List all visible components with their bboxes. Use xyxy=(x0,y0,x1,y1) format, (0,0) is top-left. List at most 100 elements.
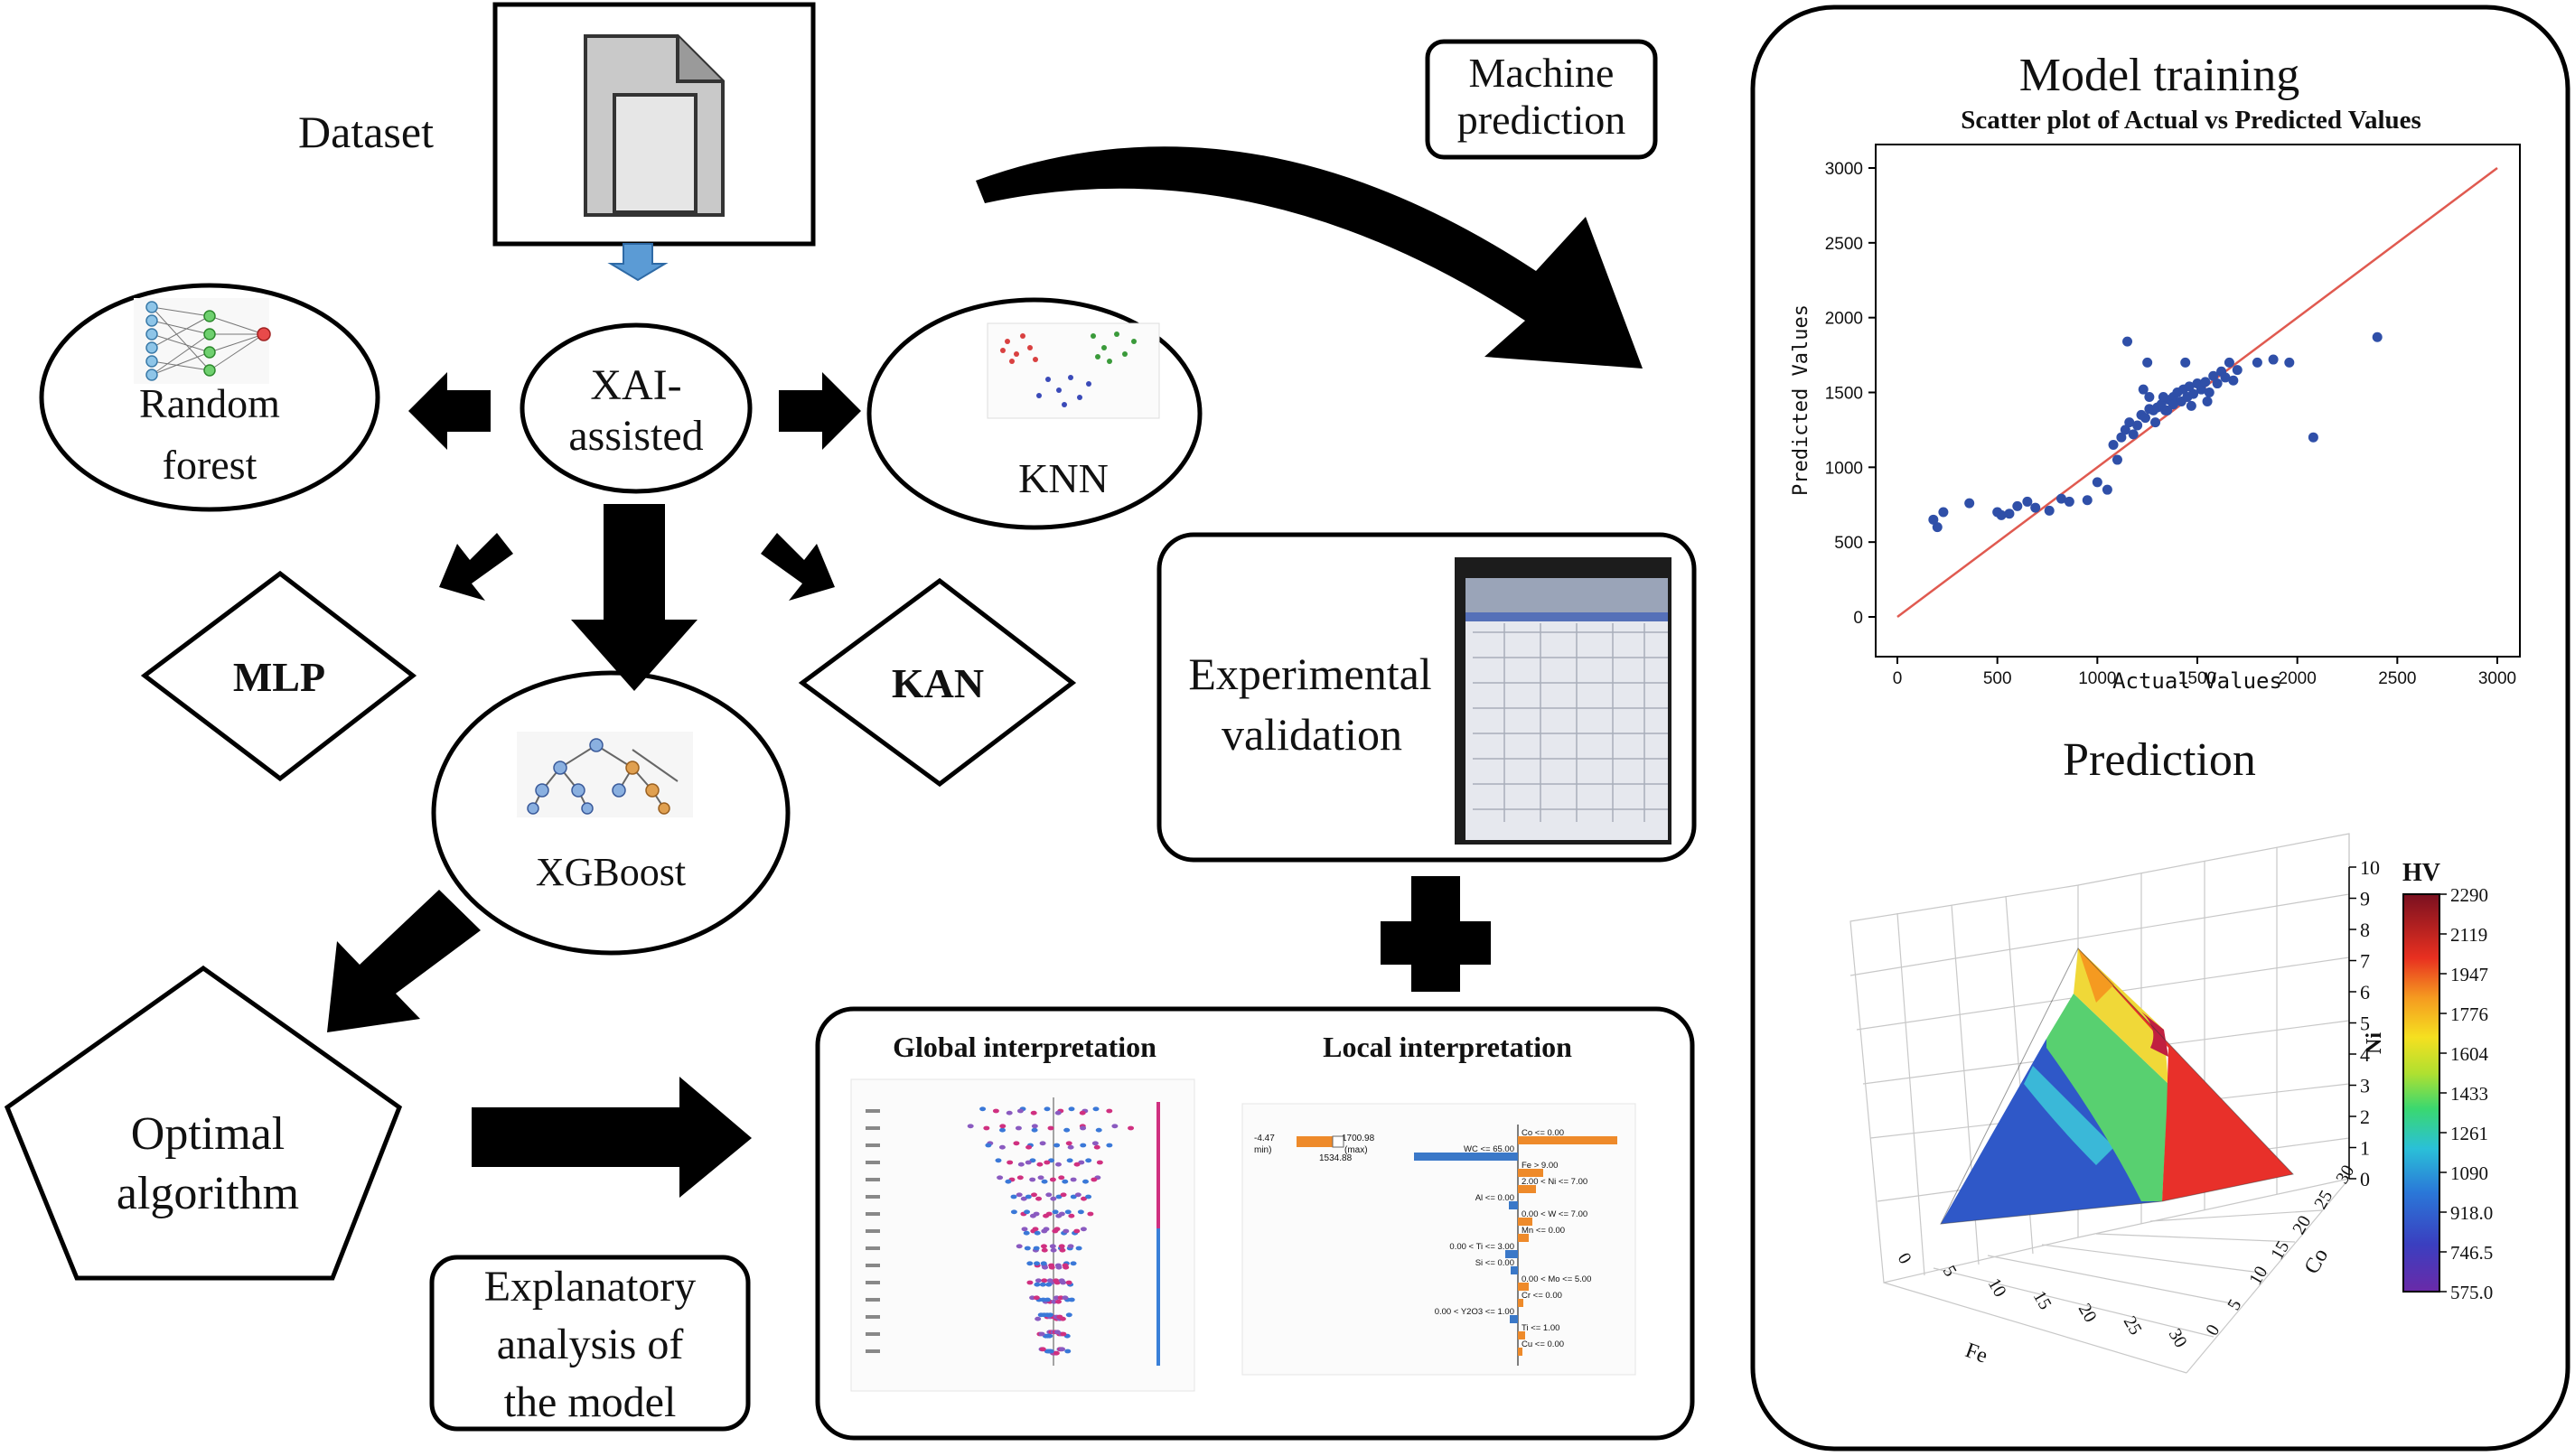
shap-point xyxy=(1036,1162,1044,1167)
shap-feature-label xyxy=(866,1349,880,1353)
shap-point xyxy=(1017,1162,1025,1167)
shap-point xyxy=(1085,1194,1092,1199)
arrows xyxy=(327,146,1643,1198)
shap-point xyxy=(1063,1127,1071,1133)
scatter-xtick-label: 0 xyxy=(1893,669,1903,688)
xgboost-label: XGBoost xyxy=(536,850,686,894)
shap-point xyxy=(1054,1299,1062,1304)
colorbar-tick-label: 2290 xyxy=(2450,884,2488,906)
shap-point xyxy=(1068,1213,1075,1218)
experimental-node: Experimental validation xyxy=(1156,532,1697,863)
colorbar-title: HV xyxy=(2402,859,2440,887)
shap-point xyxy=(1037,1175,1044,1181)
knn-scatter-icon xyxy=(987,322,1160,419)
shap-point xyxy=(1081,1196,1088,1201)
scatter-ytick-label: 3000 xyxy=(1825,160,1863,179)
shap-point xyxy=(1024,1246,1031,1251)
experimental-label-1: Experimental xyxy=(1188,649,1431,699)
xai-node: XAI- assisted xyxy=(520,322,753,494)
shap-point xyxy=(1047,1349,1054,1354)
scatter-point xyxy=(1964,498,1975,509)
shap-point xyxy=(1065,1141,1072,1146)
colorbar: HV 22902119194717761604143312611090918.0… xyxy=(2402,859,2493,1303)
down-arrow-icon xyxy=(607,243,669,282)
shap-point xyxy=(1041,1278,1048,1283)
scatter-point xyxy=(2232,365,2243,376)
prediction-title: Prediction xyxy=(2063,734,2256,786)
shap-point xyxy=(1058,1278,1065,1283)
shap-point xyxy=(1128,1125,1135,1131)
dataset-label: Dataset xyxy=(298,107,434,157)
shap-point xyxy=(997,1175,1004,1181)
shap-feature-label xyxy=(866,1315,880,1319)
dataset-node: Dataset xyxy=(298,2,816,282)
shap-point xyxy=(1035,1196,1043,1201)
interpretation-panel: Global interpretation Local interpretati… xyxy=(815,1006,1695,1441)
scatter-point xyxy=(2186,400,2196,411)
lime-feature-label: 0.00 < W <= 7.00 xyxy=(1522,1209,1587,1219)
explanatory-label-3: the model xyxy=(504,1378,677,1426)
lime-bar xyxy=(1518,1283,1529,1291)
shap-feature-label xyxy=(866,1264,880,1267)
random-forest-label-1: Random xyxy=(139,380,280,426)
scatter-chart-title: Scatter plot of Actual vs Predicted Valu… xyxy=(1961,106,2421,135)
shap-point xyxy=(1024,1209,1031,1215)
scatter-ytick-label: 500 xyxy=(1834,534,1863,553)
tree-icon xyxy=(517,732,693,817)
scatter-xtick-label: 1500 xyxy=(2178,669,2216,688)
lime-label-min: min) xyxy=(1254,1145,1271,1155)
shap-point xyxy=(1058,1211,1065,1217)
scatter-point xyxy=(2184,381,2195,392)
scatter-point xyxy=(2220,372,2231,383)
xai-label-2: assisted xyxy=(568,412,703,460)
colorbar-tick-label: 1433 xyxy=(2450,1083,2488,1105)
shap-point xyxy=(1032,1227,1039,1232)
kan-label: KAN xyxy=(892,660,984,706)
scatter-point xyxy=(2204,387,2214,397)
shap-point xyxy=(1005,1179,1012,1184)
lime-bar xyxy=(1518,1185,1536,1193)
lime-feature-label: 0.00 < Mo <= 5.00 xyxy=(1522,1274,1591,1284)
shap-point xyxy=(999,1127,1007,1133)
shap-point xyxy=(1080,1125,1087,1131)
shap-point xyxy=(1053,1350,1060,1356)
shap-point xyxy=(1073,1162,1081,1167)
scatter-point xyxy=(2180,357,2191,368)
shap-point xyxy=(1073,1228,1081,1234)
ternary-red-region xyxy=(2078,948,2293,1201)
monitor-photo xyxy=(1455,557,1671,845)
scatter-point xyxy=(2140,413,2150,424)
arrow-to-interpretation xyxy=(472,1077,752,1198)
shap-feature-label xyxy=(866,1126,880,1130)
shap-point xyxy=(1053,1143,1061,1148)
ternary-ztick-label: 0 xyxy=(2360,1168,2370,1190)
lime-bar xyxy=(1509,1201,1518,1209)
shap-point xyxy=(1029,1177,1036,1182)
shap-point xyxy=(1063,1228,1070,1234)
shap-point xyxy=(1053,1227,1061,1232)
machine-prediction-label-2: prediction xyxy=(1457,97,1626,143)
ternary-blue-region xyxy=(1941,1039,2162,1224)
ternary-ztick-label: 6 xyxy=(2360,981,2370,1003)
lime-feature-label: 2.00 < Ni <= 7.00 xyxy=(1522,1177,1587,1187)
shap-point xyxy=(1041,1179,1048,1184)
shap-point xyxy=(1059,1347,1066,1352)
scatter-point xyxy=(2124,417,2135,428)
shap-point xyxy=(1031,1124,1038,1129)
scatter-point xyxy=(2196,384,2206,395)
shap-point xyxy=(1095,1127,1102,1133)
lime-bar xyxy=(1414,1153,1518,1161)
document-icon xyxy=(584,34,725,217)
shap-point xyxy=(992,1108,999,1114)
scatter-ytick-label: 2000 xyxy=(1825,310,1863,329)
scatter-point xyxy=(2102,484,2112,495)
shap-point xyxy=(1082,1179,1089,1184)
lime-bar xyxy=(1510,1315,1518,1323)
lime-bar xyxy=(1518,1169,1543,1177)
shap-point xyxy=(1045,1211,1053,1217)
scatter-point xyxy=(2112,454,2122,465)
lime-value-pred: 1534.88 xyxy=(1319,1153,1353,1163)
lime-feature-label: Fe > 9.00 xyxy=(1522,1161,1558,1171)
shap-point xyxy=(1015,1125,1022,1131)
shap-point xyxy=(1006,1110,1013,1115)
